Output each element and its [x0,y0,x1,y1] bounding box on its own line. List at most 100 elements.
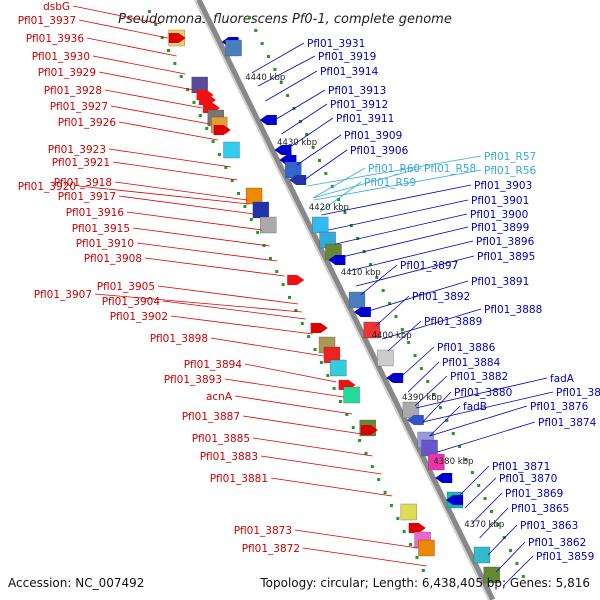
track-dot [396,517,400,520]
track-dot [381,289,385,292]
gene-label-reverse: Pfl01_3897 [400,260,458,272]
track-dot [375,276,379,279]
track-dot [300,322,304,325]
track-dot [273,68,277,71]
gene-label-forward: Pfl01_3920 [18,181,76,193]
track-dot [394,315,398,318]
track-dot [167,49,171,52]
track-dot [421,569,425,572]
track-dot [305,133,309,136]
gene-label-reverse: Pfl01_3911 [336,113,394,125]
track-dot [356,237,360,240]
leader-line [234,395,353,415]
topology-text: Topology: circular; Length: 6,438,405 bp… [260,576,590,590]
leader-line [294,529,418,549]
gene-label-forward: Pfl01_3887 [182,411,240,423]
leader-line [479,507,509,539]
leader-line [356,255,475,287]
gene-label-forward: Pfl01_3894 [184,359,243,371]
track-dot [515,562,519,565]
leader-line [108,148,232,168]
gene-label-reverse: Pfl01_R56 [484,165,537,177]
track-dot [483,497,487,500]
leader-line [464,477,497,509]
leader-line [274,89,326,121]
leader-line [126,211,262,231]
track-dot [243,205,247,208]
track-dot [364,452,368,455]
gene-label-reverse: Pfl01_3891 [471,276,529,288]
track-dot [313,348,317,351]
gene-label-forward: Pfl01_3883 [200,451,258,463]
leader-line [407,361,440,393]
gene-label-forward: Pfl01_3928 [44,85,102,97]
track-dot [464,458,468,461]
track-dot [351,426,355,429]
gene-label-reverse: Pfl01_3900 [470,209,528,221]
track-dot [179,75,183,78]
gene-label-reverse: Pfl01_3884 [442,357,501,369]
leader-line [110,105,211,125]
track-dot [413,354,417,357]
leader-line [72,5,162,25]
track-dot [370,465,374,468]
track-dot [345,413,349,416]
gene-label-forward: Pfl01_3929 [38,67,96,79]
gene-label-reverse: Pfl01_3906 [350,145,409,157]
track-dot [502,536,506,539]
gene-label-forward: Pfl01_3915 [72,223,130,235]
leader-line [471,492,503,524]
gene-label-forward: Pfl01_3908 [84,253,142,265]
scale-mark-label: 4380 kbp [433,457,473,467]
track-dot [358,439,362,442]
track-dot [509,549,513,552]
leader-line [118,121,218,141]
scale-mark-label: 4410 kbp [341,268,381,278]
track-dot [198,114,202,117]
leader-line [368,280,469,312]
gene-label-reverse: Pfl01_R59 [364,177,416,189]
track-dot [445,419,449,422]
leader-line [495,541,526,573]
gene-box [400,503,418,521]
leader-line [341,226,469,258]
gene-label-reverse: Pfl01_3871 [492,461,550,473]
gene-box [473,546,491,564]
track-dot [256,231,260,234]
scale-mark-label: 4420 kbp [309,203,349,213]
leader-line [422,391,554,423]
track-dot [294,309,298,312]
track-dot [419,367,423,370]
gene-label-reverse: Pfl01_3895 [477,251,535,263]
scale-mark-label: 4430 kbp [277,138,317,148]
leader-line [302,547,427,567]
leader-line [335,213,468,245]
track-dot [311,146,315,149]
leader-line [114,181,248,201]
leader-line [288,117,334,149]
gene-arrow-reverse [328,255,346,265]
gene-arrow-forward [213,125,231,135]
track-dot [426,380,430,383]
leader-line [348,240,474,272]
leader-line [118,195,255,215]
gene-box [252,201,270,219]
track-dot [205,127,209,130]
gene-box [363,321,380,339]
leader-line [242,415,362,435]
gene-label-forward: Pfl01_3872 [242,543,300,555]
backbone-highlight [194,0,490,600]
gene-label-forward: Pfl01_3893 [164,374,222,386]
gene-label-forward: Pfl01_3907 [34,289,92,301]
gene-box [343,386,360,404]
track-dot [317,159,321,162]
gene-label-forward: Pfl01_3885 [192,433,250,445]
gene-label-forward: Pfl01_3937 [18,15,76,27]
track-dot [286,94,290,97]
track-dot [237,192,241,195]
gene-label-reverse: Pfl01_3901 [471,195,529,207]
track-dot [160,36,164,39]
leader-line [360,264,398,296]
gene-box [223,141,240,159]
